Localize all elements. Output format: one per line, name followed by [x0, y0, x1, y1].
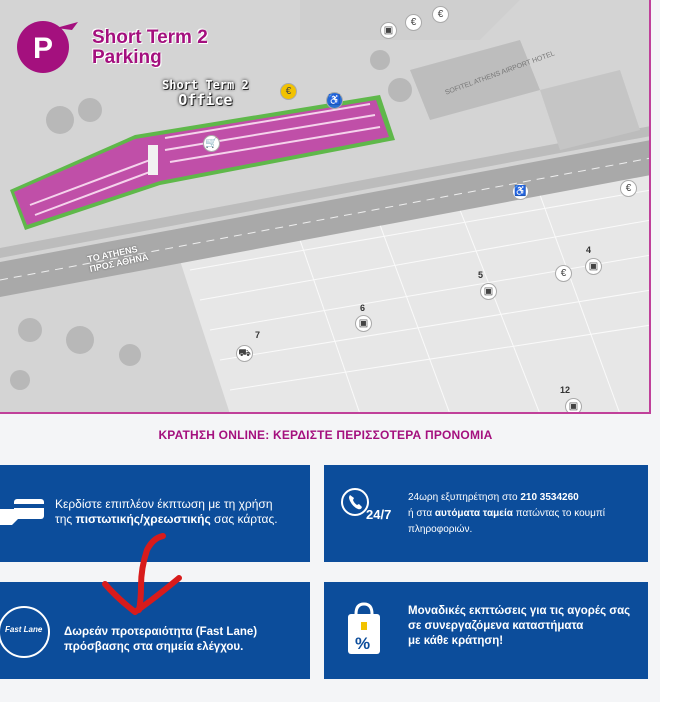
- bus-icon[interactable]: ▣: [380, 22, 397, 39]
- card-support-24-7[interactable]: 24/7 24ωρη εξυπηρέτηση στο 210 3534260 ή…: [324, 465, 648, 562]
- map-illustration: [0, 40, 649, 412]
- card4-line1: Μοναδικές εκπτώσεις για τις αγορές σας: [408, 605, 631, 617]
- fast-lane-badge-icon: Fast Lane: [0, 606, 50, 658]
- card2-line3: πληροφοριών.: [408, 524, 473, 535]
- euro-icon[interactable]: €: [555, 265, 572, 282]
- card-partner-discounts[interactable]: % Μοναδικές εκπτώσεις για τις αγορές σας…: [324, 582, 648, 679]
- card2-line1: 24ωρη εξυπηρέτηση στο 210 3534260: [408, 490, 640, 506]
- office-label: Short Term 2 Office: [162, 78, 249, 108]
- promo-heading: ΚΡΑΤΗΣΗ ONLINE: ΚΕΡΔΙΣΤΕ ΠΕΡΙΣΣΟΤΕΡΑ ΠΡΟ…: [158, 428, 493, 442]
- accessible-icon[interactable]: ♿: [512, 183, 529, 200]
- page-edge: [660, 0, 681, 702]
- card4-text: Μοναδικές εκπτώσεις για τις αγορές σας σ…: [408, 604, 644, 649]
- svg-text:P: P: [33, 32, 53, 65]
- bus-icon[interactable]: ▣: [565, 398, 582, 412]
- card2-line2-post: πατώντας το κουμπί: [512, 508, 605, 519]
- zone-number: 6: [360, 303, 366, 313]
- card3-text: Δωρεάν προτεραιότητα (Fast Lane) πρόσβασ…: [64, 625, 304, 655]
- card4-line2: σε συνεργαζόμενα καταστήματα: [408, 620, 584, 632]
- zone-number: 7: [255, 330, 261, 340]
- euro-icon[interactable]: €: [432, 6, 449, 23]
- shopping-bag-icon: %: [344, 600, 384, 658]
- page: P Short Term 2 Parking Short Term 2 Offi…: [0, 0, 651, 679]
- coin-icon[interactable]: €: [280, 83, 297, 100]
- zone-number: 4: [586, 245, 592, 255]
- legend-title-line1: Short Term 2: [92, 27, 208, 48]
- card-payment-icon: [0, 499, 44, 525]
- accessible-icon[interactable]: ♿: [326, 92, 343, 109]
- office-label-line1: Short Term 2: [162, 78, 249, 92]
- bus-icon[interactable]: ▣: [355, 315, 372, 332]
- zone-number: 12: [560, 385, 571, 395]
- map-legend-title: Short Term 2 Parking: [92, 28, 208, 68]
- car-icon[interactable]: ⛟: [236, 345, 253, 362]
- card2-line2: ή στα αυτόματα ταμεία πατώντας το κουμπί: [408, 506, 640, 522]
- card2-text: 24ωρη εξυπηρέτηση στο 210 3534260 ή στα …: [408, 490, 640, 538]
- euro-icon[interactable]: €: [405, 14, 422, 31]
- card2-line1-pre: 24ωρη εξυπηρέτηση στο: [408, 492, 521, 503]
- card1-line2-bold: πιστωτικής/χρεωστικής: [75, 512, 211, 526]
- card1-line2: της πιστωτικής/χρεωστικής σας κάρτας.: [55, 512, 305, 527]
- card1-text: Κερδίστε επιπλέον έκπτωση με τη χρήση τη…: [55, 497, 305, 527]
- parking-map[interactable]: P Short Term 2 Parking Short Term 2 Offi…: [0, 0, 651, 414]
- bus-icon[interactable]: ▣: [585, 258, 602, 275]
- card1-line2-post: σας κάρτας.: [210, 512, 278, 526]
- card1-line2-pre: της: [55, 512, 76, 526]
- bus-icon[interactable]: ▣: [480, 283, 497, 300]
- card2-line2-pre: ή στα: [408, 508, 435, 519]
- fast-lane-badge-label: Fast Lane: [5, 625, 43, 634]
- phone-24-7-icon: 24/7: [340, 487, 400, 527]
- cart-icon[interactable]: 🛒: [203, 135, 220, 152]
- card3-line1: Δωρεάν προτεραιότητα (Fast Lane): [64, 626, 258, 638]
- card1-line1: Κερδίστε επιπλέον έκπτωση με τη χρήση: [55, 497, 273, 511]
- card3-line2: πρόσβασης στα σημεία ελέγχου.: [64, 641, 244, 653]
- card2-line2-bold: αυτόματα ταμεία: [434, 508, 513, 519]
- short-term-parking-logo: P: [16, 20, 82, 74]
- phone-24-7-label: 24/7: [366, 507, 392, 522]
- zone-number: 5: [478, 270, 484, 280]
- legend-title-line2: Parking: [92, 47, 162, 68]
- card4-line3: με κάθε κράτηση!: [408, 635, 504, 647]
- percent-label: %: [355, 634, 371, 653]
- euro-icon[interactable]: €: [620, 180, 637, 197]
- card-card-discount[interactable]: Κερδίστε επιπλέον έκπτωση με τη χρήση τη…: [0, 465, 310, 562]
- card-fast-lane[interactable]: Fast Lane Δωρεάν προτεραιότητα (Fast Lan…: [0, 582, 310, 679]
- card2-phone-number[interactable]: 210 3534260: [520, 492, 579, 503]
- office-label-line2: Office: [178, 91, 233, 109]
